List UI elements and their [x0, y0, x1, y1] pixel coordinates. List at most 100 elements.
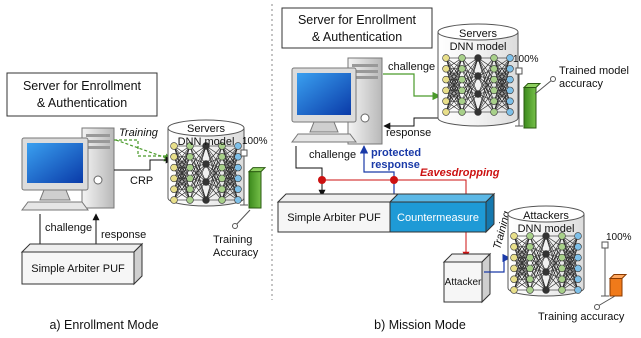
right-dnn-edge — [445, 90, 463, 113]
left-dnn-edge — [189, 163, 207, 201]
attacker-dnn-node — [542, 250, 550, 258]
right-server-title-box — [281, 7, 433, 49]
left-accuracy-gauge — [240, 149, 267, 209]
attacker-dnn-edge — [545, 235, 563, 255]
right-dnn-edge — [445, 57, 463, 102]
attacker-dnn-edge — [513, 268, 531, 291]
left-dnn-node — [234, 185, 242, 193]
right-countermeasure-label: Countermeasure — [397, 212, 479, 224]
left-dnn-node — [170, 174, 178, 183]
attacker-dnn-node — [526, 264, 534, 273]
left-dnn-edge — [205, 145, 223, 183]
right-dnn-edge — [461, 57, 479, 95]
right-attacker-dnn-model — [507, 205, 585, 297]
left-percent-label: 100% — [242, 136, 268, 147]
attacker-dnn-node — [510, 253, 518, 262]
left-dnn-node — [202, 142, 210, 150]
left-dnn-node — [170, 142, 178, 150]
right-dnn-edge — [445, 57, 463, 80]
left-dnn-node — [170, 163, 178, 172]
left-challenge-label: challenge — [45, 222, 92, 234]
left-dnn-edge — [173, 145, 191, 168]
right-dnn-edge — [477, 90, 495, 113]
attacker-dnn-edge — [545, 235, 563, 273]
left-dnn-edge — [189, 156, 207, 183]
left-dnn-edge — [221, 178, 239, 201]
attacker-dnn-node — [510, 243, 518, 251]
attacker-dnn-edge — [529, 235, 547, 258]
right-dnn-edge — [493, 57, 511, 80]
left-computer-icon — [21, 127, 115, 211]
right-attacker-accuracy-gauge — [601, 241, 628, 297]
right-dnn-edge — [493, 68, 511, 113]
attacker-dnn-edge — [529, 246, 547, 273]
attacker-dnn-edge — [513, 246, 531, 291]
right-dnn-model — [437, 23, 519, 127]
attacker-dnn-edge — [545, 246, 563, 291]
right-dnn-edge — [477, 93, 495, 113]
left-dnn-edge — [205, 178, 223, 201]
attacker-dnn-edge — [545, 253, 563, 291]
left-training-label: Training — [119, 127, 159, 139]
left-dnn-edge — [205, 163, 223, 190]
right-server-title-line1: Server for Enrollment — [298, 13, 417, 27]
attacker-dnn-node — [574, 253, 582, 262]
right-protected-label-line2: response — [371, 159, 420, 171]
right-dnn-edge — [461, 57, 479, 102]
right-dnn-node — [442, 54, 450, 62]
attacker-dnn-node — [558, 243, 566, 251]
left-puf-box — [20, 242, 144, 286]
left-dnn-node — [218, 153, 226, 161]
right-puf-label: Simple Arbiter PUF — [287, 212, 381, 224]
right-attacker-accuracy-leader-dot — [594, 304, 600, 310]
right-dnn-node — [474, 108, 482, 116]
left-dnn-node — [234, 174, 242, 183]
right-accuracy-bar — [523, 87, 537, 129]
attacker-dnn-node — [558, 275, 566, 283]
left-dnn-edge — [189, 181, 207, 201]
right-dnn-edge — [445, 79, 463, 113]
left-dnn-node — [202, 160, 210, 168]
right-dnn-node — [506, 86, 514, 95]
left-accuracy-leader-dot — [232, 223, 238, 229]
attacker-dnn-node — [574, 275, 582, 283]
attacker-dnn-node — [510, 286, 518, 294]
left-dnn-node — [170, 185, 178, 193]
left-dnn-edge — [189, 145, 207, 190]
right-dnn-edge — [461, 57, 479, 77]
right-dnn-node — [490, 65, 498, 73]
left-dnn-edge — [205, 167, 223, 201]
right-dnn-node — [490, 75, 498, 84]
right-dnn-node — [474, 54, 482, 62]
left-dnn-node — [218, 163, 226, 172]
attacker-dnn-edge — [513, 235, 531, 280]
right-dnn-title-line1: Servers — [459, 28, 497, 40]
right-dnn-node — [474, 72, 482, 80]
left-dnn-node — [186, 196, 194, 204]
left-dnn-edge — [189, 145, 207, 179]
left-puf-label: Simple Arbiter PUF — [31, 263, 125, 275]
attacker-dnn-edge — [545, 257, 563, 291]
right-protected-label-line1: protected — [371, 147, 421, 159]
right-dnn-node — [506, 75, 514, 84]
right-dnn-node — [506, 108, 514, 116]
attacker-dnn-node — [558, 286, 566, 294]
right-dnn-node — [442, 75, 450, 84]
right-panel: Server for Enrollment & Authentication c… — [276, 7, 632, 332]
left-dnn-node — [202, 178, 210, 186]
left-dnn-edge — [189, 145, 207, 165]
left-accuracy-bar-top — [247, 167, 267, 173]
left-accuracy-label-line2: Accuracy — [213, 247, 259, 259]
right-dnn-node — [442, 65, 450, 73]
right-dnn-edge — [477, 79, 495, 113]
left-dnn-node — [218, 142, 226, 150]
right-dnn-node — [458, 86, 466, 95]
attacker-dnn-node — [574, 264, 582, 273]
left-dnn-node — [170, 153, 178, 161]
right-dnn-node — [442, 97, 450, 105]
right-eavesdrop-tap-1 — [318, 176, 326, 184]
attacker-dnn-edge — [545, 253, 563, 280]
attacker-dnn-edge — [529, 271, 547, 291]
attacker-dnn-edge — [529, 235, 547, 269]
attacker-dnn-edge — [529, 235, 547, 280]
